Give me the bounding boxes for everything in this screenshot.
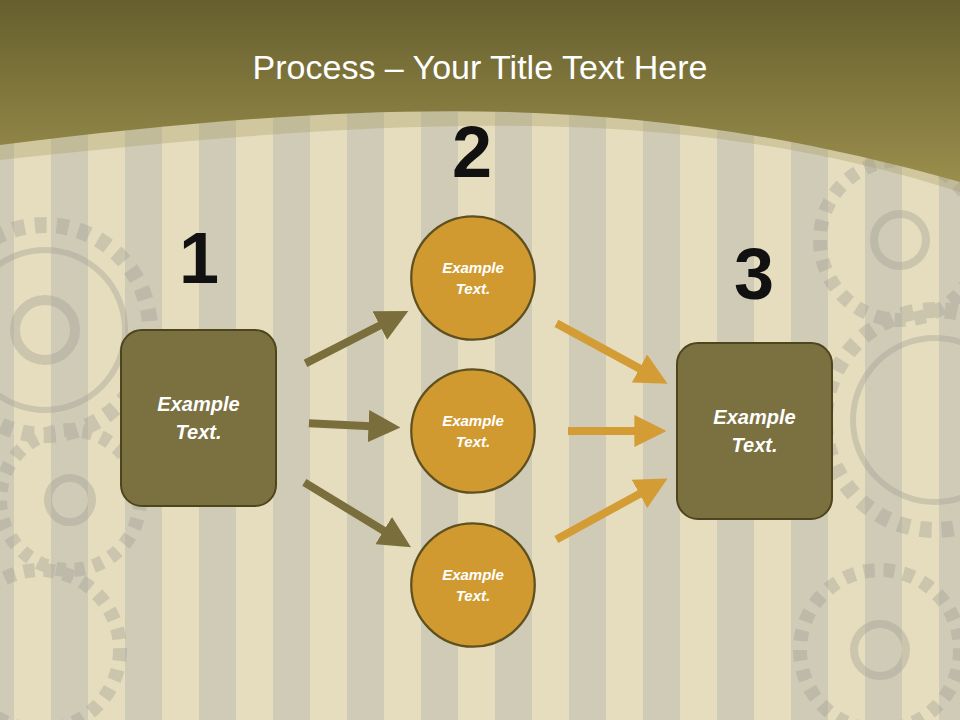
node-text: Example Text. xyxy=(149,390,249,446)
flow-arrow xyxy=(568,427,652,435)
process-box: Example Text. xyxy=(676,342,833,520)
step-number: 3 xyxy=(734,238,774,310)
process-circle: Example Text. xyxy=(410,215,536,341)
step-number: 1 xyxy=(179,222,219,294)
circle-outline xyxy=(410,368,536,494)
flow-arrow xyxy=(556,323,654,377)
node-text: Example Text. xyxy=(433,410,513,452)
slide-title: Process – Your Title Text Here xyxy=(0,48,960,87)
process-circle: Example Text. xyxy=(410,368,536,494)
step-number: 2 xyxy=(452,116,492,188)
node-text: Example Text. xyxy=(705,403,805,459)
flow-arrow xyxy=(309,423,386,427)
flow-arrow xyxy=(304,482,398,539)
flow-arrow xyxy=(306,318,396,364)
node-text: Example Text. xyxy=(433,564,513,606)
process-circle: Example Text. xyxy=(410,522,536,648)
circle-outline xyxy=(410,522,536,648)
circle-outline xyxy=(410,215,536,341)
flow-arrow xyxy=(556,485,655,539)
process-box: Example Text. xyxy=(120,329,277,507)
node-text: Example Text. xyxy=(433,257,513,299)
